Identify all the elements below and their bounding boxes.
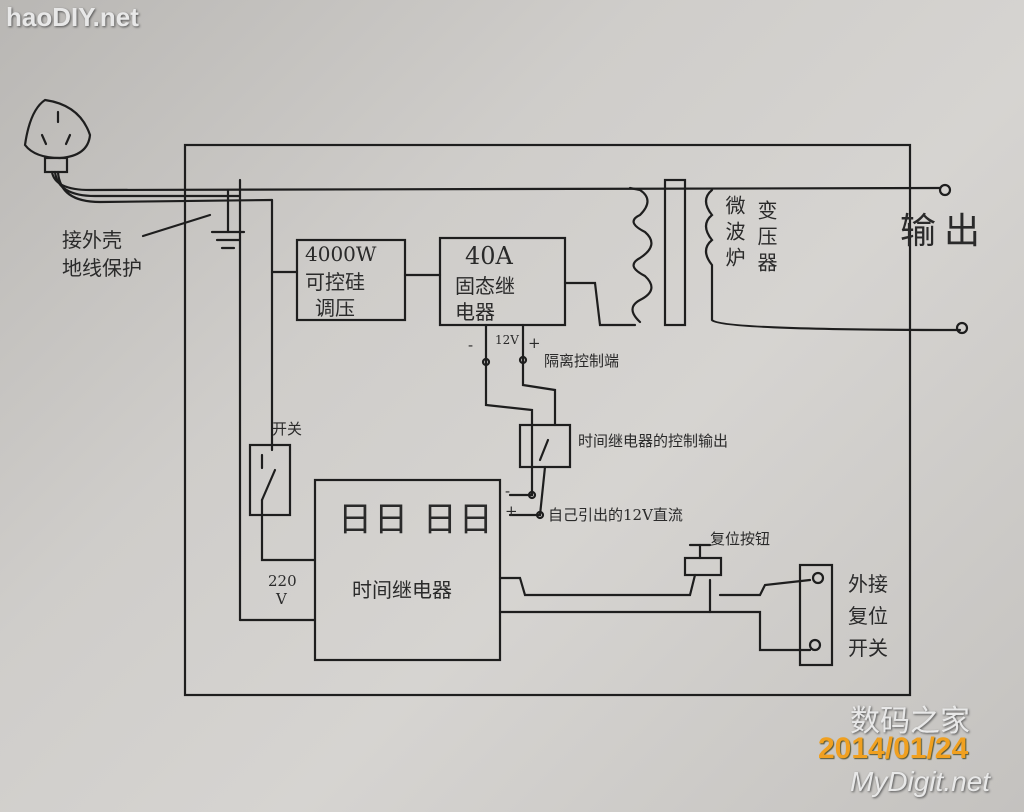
solid-state-relay-box: [438, 236, 567, 327]
ground-note-line2: 地线保护: [62, 256, 142, 280]
external-reset-label-1: 外接: [848, 572, 888, 596]
external-reset-switch-box: [798, 563, 834, 667]
timer-relay-label: 时间继电器: [352, 578, 452, 602]
output-label: 输出: [900, 211, 989, 252]
ssr-label-1: 40A: [465, 242, 513, 270]
ssr-label-3: 电器: [455, 300, 495, 324]
regulator-label-2: 可控硅: [305, 270, 365, 294]
plug-icon: [23, 98, 92, 160]
transformer-secondary-coil: [704, 188, 962, 332]
ground-note-line1: 接外壳: [62, 228, 122, 252]
ssr-label-2: 固态继: [455, 274, 515, 298]
external-reset-label-2: 复位: [848, 604, 888, 628]
timer-display: 日日 日日: [338, 500, 495, 540]
plug-collar: [43, 156, 69, 174]
transformer-core: [663, 178, 687, 327]
date-stamp: 2014/01/24: [818, 732, 969, 765]
transformer-label-2: 变压器: [754, 200, 778, 278]
power-switch-box: [248, 443, 292, 517]
mains-cord: [50, 170, 942, 192]
transformer-label-1: 微波炉: [722, 195, 746, 273]
ssr-plus: +: [528, 334, 541, 352]
ssr-voltage: 12V: [495, 333, 519, 347]
ssr-minus: -: [468, 336, 474, 354]
external-reset-label-3: 开关: [848, 636, 888, 660]
reset-button-icon: [683, 556, 723, 577]
reset-button-label: 复位按钮: [710, 530, 771, 548]
scr-regulator-box: [295, 238, 407, 322]
mains-v-label: V: [276, 590, 287, 608]
output-terminal-1: [938, 183, 952, 197]
ground-icon: [210, 188, 246, 250]
watermark-mydigit-cn: 数码之家: [850, 705, 970, 738]
time-relay-box: [313, 478, 502, 662]
watermark-haodiy: haoDIY.net: [6, 2, 139, 32]
switch-label: 开关: [272, 420, 303, 438]
output-terminal-2: [955, 321, 969, 335]
enclosure-box: [183, 143, 912, 697]
isolation-control-label: 隔离控制端: [544, 352, 620, 370]
timer-dc-plus: +: [505, 502, 518, 520]
timer-dc-minus: -: [505, 482, 511, 500]
transformer-primary-coil: [628, 186, 653, 324]
regulator-label-3: 调压: [315, 296, 355, 320]
mains-220-label: 220: [268, 572, 297, 590]
dc-12v-label: 自己引出的12V直流: [548, 506, 683, 524]
regulator-label-1: 4000W: [305, 242, 377, 266]
watermark-mydigit-en: MyDigit.net: [850, 766, 991, 797]
timer-control-output-label: 时间继电器的控制输出: [578, 432, 729, 450]
